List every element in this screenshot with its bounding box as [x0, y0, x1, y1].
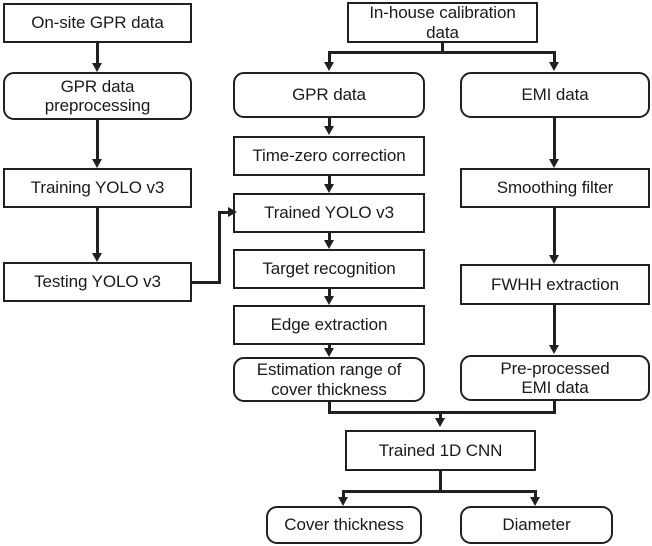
- arrowhead-fork-to-emi-data: [549, 62, 559, 71]
- connector-smoothing-filter-to-fwhh: [553, 208, 556, 256]
- connector-fork-to-diameter: [534, 490, 537, 499]
- node-edge-extraction-label: Edge extraction: [270, 315, 388, 335]
- connector-fwhh-to-preprocessed-emi: [553, 305, 556, 347]
- node-smoothing-filter-label: Smoothing filter: [496, 178, 614, 198]
- connector-onsite-to-preprocessing: [96, 43, 99, 65]
- arrowhead-merge-to-trained-1d-cnn: [435, 418, 445, 427]
- arrowhead-onsite-to-preprocessing: [92, 63, 102, 72]
- connector-testing-to-trained-h2: [218, 211, 231, 214]
- arrowhead-fork-to-gpr-data: [324, 62, 334, 71]
- node-diameter: Diameter: [460, 506, 613, 544]
- connector-bottom-fork-bar: [342, 490, 537, 493]
- node-emi-data-label: EMI data: [521, 85, 589, 105]
- arrowhead-target-recognition-to-edge-extraction: [324, 296, 334, 305]
- node-inhouse-calibration-data-label: In-house calibration data: [369, 3, 516, 42]
- node-gpr-data: GPR data: [233, 72, 425, 118]
- connector-calibration-to-fork: [441, 43, 444, 54]
- connector-fork-bar: [328, 51, 556, 54]
- node-diameter-label: Diameter: [502, 515, 571, 535]
- arrowhead-testing-to-trained: [228, 207, 237, 217]
- node-emi-data: EMI data: [460, 72, 650, 118]
- node-cover-thickness: Cover thickness: [266, 506, 422, 544]
- node-edge-extraction: Edge extraction: [233, 305, 425, 345]
- connector-preprocessing-to-training: [96, 120, 99, 161]
- node-target-recognition-label: Target recognition: [262, 259, 396, 279]
- arrowhead-preprocessing-to-training: [92, 159, 102, 168]
- node-gpr-data-label: GPR data: [292, 85, 366, 105]
- connector-estimation-range-to-merge: [328, 402, 331, 414]
- connector-fork-to-cover-thickness: [342, 490, 345, 499]
- connector-trained-yolo-to-target-recognition: [328, 233, 331, 242]
- node-trained-1d-cnn-label: Trained 1D CNN: [378, 440, 503, 460]
- node-testing-yolo-v3: Testing YOLO v3: [3, 262, 192, 302]
- node-gpr-data-preprocessing-label: GPR data preprocessing: [44, 76, 151, 115]
- node-trained-yolo-v3: Trained YOLO v3: [233, 193, 425, 233]
- arrowhead-edge-extraction-to-estimation-range: [324, 348, 334, 357]
- node-estimation-range-cover-thickness: Estimation range of cover thickness: [233, 357, 425, 402]
- connector-emi-data-to-smoothing-filter: [553, 118, 556, 161]
- arrowhead-fork-to-cover-thickness: [338, 497, 348, 506]
- arrowhead-fork-to-diameter: [530, 497, 540, 506]
- connector-testing-to-trained-v: [218, 211, 221, 284]
- connector-training-to-testing: [96, 208, 99, 255]
- connector-testing-to-trained-h1: [192, 281, 221, 284]
- node-preprocessed-emi-data-label: Pre-processed EMI data: [500, 358, 610, 397]
- connector-trained-1d-cnn-to-fork: [439, 471, 442, 492]
- arrowhead-time-zero-to-trained-yolo: [324, 184, 334, 193]
- node-smoothing-filter: Smoothing filter: [460, 168, 650, 208]
- arrowhead-gpr-data-to-time-zero: [324, 126, 334, 135]
- connector-fork-to-emi-data: [553, 51, 556, 64]
- node-time-zero-correction: Time-zero correction: [233, 136, 425, 176]
- node-onsite-gpr-data: On-site GPR data: [3, 3, 192, 43]
- node-fwhh-extraction-label: FWHH extraction: [491, 274, 619, 294]
- arrowhead-trained-yolo-to-target-recognition: [324, 240, 334, 249]
- connector-merge-bar: [328, 411, 556, 414]
- node-target-recognition: Target recognition: [233, 249, 425, 289]
- arrowhead-emi-data-to-smoothing-filter: [549, 159, 559, 168]
- arrowhead-fwhh-to-preprocessed-emi: [549, 345, 559, 354]
- node-testing-yolo-v3-label: Testing YOLO v3: [34, 272, 161, 292]
- node-trained-1d-cnn: Trained 1D CNN: [345, 430, 536, 471]
- arrowhead-smoothing-filter-to-fwhh: [549, 255, 559, 264]
- node-gpr-data-preprocessing: GPR data preprocessing: [3, 72, 192, 120]
- connector-fork-to-gpr-data: [328, 51, 331, 64]
- node-cover-thickness-label: Cover thickness: [284, 515, 404, 535]
- node-fwhh-extraction: FWHH extraction: [460, 264, 650, 305]
- connector-time-zero-to-trained-yolo: [328, 176, 331, 186]
- connector-merge-to-trained-1d-cnn: [439, 411, 442, 420]
- connector-target-recognition-to-edge-extraction: [328, 289, 331, 298]
- arrowhead-training-to-testing: [92, 253, 102, 262]
- node-inhouse-calibration-data: In-house calibration data: [347, 2, 538, 43]
- node-estimation-range-cover-thickness-label: Estimation range of cover thickness: [256, 360, 402, 399]
- node-onsite-gpr-data-label: On-site GPR data: [31, 13, 164, 33]
- node-training-yolo-v3: Training YOLO v3: [3, 168, 192, 208]
- node-time-zero-correction-label: Time-zero correction: [252, 146, 406, 166]
- node-trained-yolo-v3-label: Trained YOLO v3: [264, 203, 394, 223]
- connector-gpr-data-to-time-zero: [328, 118, 331, 128]
- node-training-yolo-v3-label: Training YOLO v3: [30, 178, 165, 198]
- connector-preprocessed-emi-to-merge: [553, 401, 556, 414]
- node-preprocessed-emi-data: Pre-processed EMI data: [460, 355, 650, 401]
